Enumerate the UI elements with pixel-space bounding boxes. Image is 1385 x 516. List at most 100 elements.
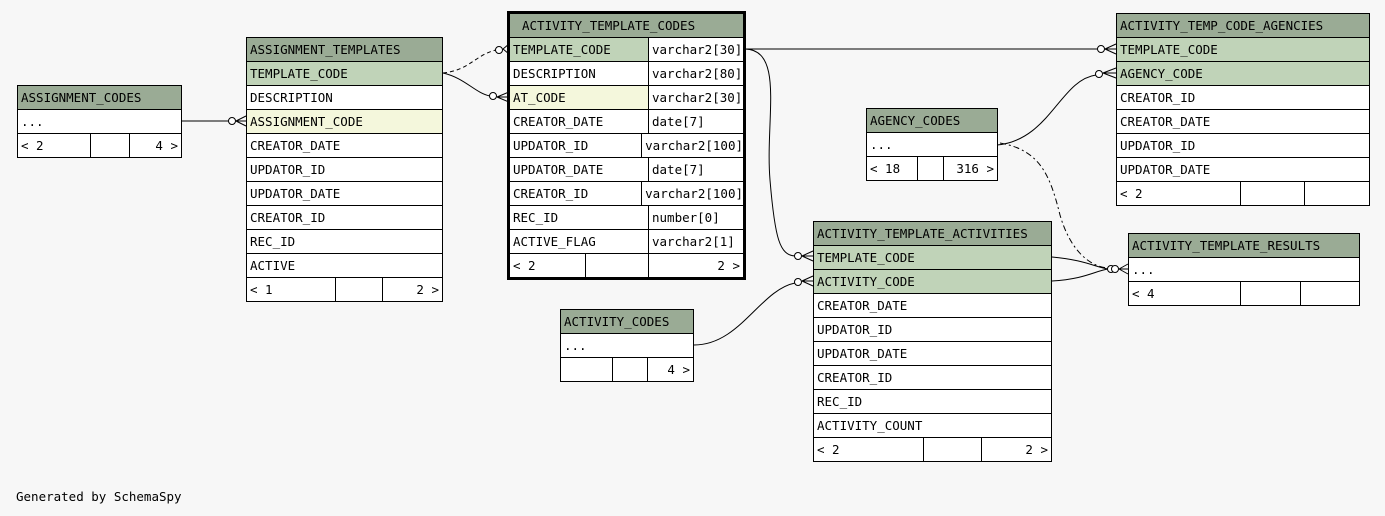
column-type: varchar2[1]	[652, 234, 735, 249]
column-type: varchar2[30]	[652, 42, 743, 57]
table-row: UPDATOR_DATE	[247, 182, 442, 206]
footer-spacer	[336, 278, 383, 301]
table-row: ACTIVITY_CODE	[814, 270, 1051, 294]
child-count[interactable]: 4 >	[155, 138, 178, 153]
table-row: ...	[18, 110, 181, 134]
link-agency-code	[996, 74, 1097, 146]
column-type: date[7]	[652, 162, 705, 177]
parent-count[interactable]: < 4	[1129, 282, 1241, 305]
table-header[interactable]: ASSIGNMENT_CODES	[18, 86, 181, 110]
link-results-template	[1051, 256, 1109, 270]
column-name: CREATOR_DATE	[510, 110, 649, 133]
table-row: TEMPLATE_CODE	[247, 62, 442, 86]
column-type: varchar2[80]	[652, 66, 743, 81]
column-name: DESCRIPTION	[510, 62, 649, 85]
footer-spacer	[1241, 182, 1305, 205]
table-header[interactable]: ACTIVITY_TEMP_CODE_AGENCIES	[1117, 14, 1369, 38]
table-row: ACTIVITY_COUNT	[814, 414, 1051, 438]
table-row: UPDATOR_ID	[814, 318, 1051, 342]
parent-count[interactable]: < 18	[867, 157, 918, 180]
table-row: AGENCY_CODE	[1117, 62, 1369, 86]
table-activity-temp-code-agencies[interactable]: ACTIVITY_TEMP_CODE_AGENCIES TEMPLATE_COD…	[1116, 13, 1370, 206]
link-at-code	[442, 72, 491, 97]
table-footer: 4 >	[561, 358, 693, 381]
table-row: REC_ID	[247, 230, 442, 254]
child-count[interactable]: 2 >	[717, 258, 740, 273]
parent-count[interactable]: < 1	[247, 278, 336, 301]
link-activity-code	[693, 282, 796, 346]
table-row: ...	[561, 334, 693, 358]
table-row: UPDATOR_ID	[247, 158, 442, 182]
table-activity-template-results[interactable]: ACTIVITY_TEMPLATE_RESULTS ... < 4	[1128, 233, 1360, 306]
table-agency-codes[interactable]: AGENCY_CODES ... < 18 316 >	[866, 108, 998, 181]
table-row: CREATOR_DATE	[247, 134, 442, 158]
table-row: CREATOR_ID	[247, 206, 442, 230]
generated-by-footer: Generated by SchemaSpy	[16, 489, 182, 504]
table-header[interactable]: ASSIGNMENT_TEMPLATES	[247, 38, 442, 62]
column-type: varchar2[100]	[645, 186, 743, 201]
table-header[interactable]: ACTIVITY_TEMPLATE_ACTIVITIES	[814, 222, 1051, 246]
footer-spacer	[613, 358, 648, 381]
link-results-agency	[999, 142, 1111, 269]
link-template-code-dashed	[442, 49, 497, 74]
column-name: ACTIVE_FLAG	[510, 230, 649, 253]
table-row: UPDATOR_DATE	[1117, 158, 1369, 182]
footer-spacer	[91, 134, 130, 157]
table-assignment-templates[interactable]: ASSIGNMENT_TEMPLATES TEMPLATE_CODE DESCR…	[246, 37, 443, 302]
table-footer: < 1 2 >	[247, 278, 442, 301]
column-name: UPDATOR_DATE	[510, 158, 649, 181]
table-row: UPDATOR_ID	[1117, 134, 1369, 158]
table-activity-codes[interactable]: ACTIVITY_CODES ... 4 >	[560, 309, 694, 382]
table-footer: < 18 316 >	[867, 157, 997, 180]
table-row: REC_ID	[814, 390, 1051, 414]
table-footer: < 2 2 >	[510, 254, 743, 277]
table-row: CREATOR_DATE	[814, 294, 1051, 318]
table-row: CREATOR_DATE	[1117, 110, 1369, 134]
child-count[interactable]: 316 >	[956, 161, 994, 176]
column-name: TEMPLATE_CODE	[510, 38, 649, 61]
table-row: ...	[1129, 258, 1359, 282]
child-count[interactable]: 4 >	[667, 362, 690, 377]
table-footer: < 2 2 >	[814, 438, 1051, 461]
footer-spacer	[918, 157, 944, 180]
table-row: ACTIVE	[247, 254, 442, 278]
footer-spacer	[586, 254, 649, 277]
parent-count[interactable]: < 2	[1117, 182, 1241, 205]
table-row: TEMPLATE_CODE	[1117, 38, 1369, 62]
table-row: TEMPLATE_CODE	[814, 246, 1051, 270]
column-type: date[7]	[652, 114, 705, 129]
table-row: UPDATOR_DATE	[814, 342, 1051, 366]
child-count[interactable]: 2 >	[416, 282, 439, 297]
table-header[interactable]: ACTIVITY_TEMPLATE_CODES	[510, 14, 743, 38]
table-row: DESCRIPTION	[247, 86, 442, 110]
footer-spacer	[1241, 282, 1301, 305]
table-header[interactable]: AGENCY_CODES	[867, 109, 997, 133]
column-type: varchar2[30]	[652, 90, 743, 105]
column-name: REC_ID	[510, 206, 649, 229]
footer-spacer	[924, 438, 982, 461]
link-activities-template	[744, 48, 796, 257]
table-footer: < 2 4 >	[18, 134, 181, 157]
table-activity-template-codes[interactable]: ACTIVITY_TEMPLATE_CODES TEMPLATE_CODE va…	[507, 11, 746, 280]
table-row: ...	[867, 133, 997, 157]
child-count[interactable]	[1301, 282, 1359, 305]
column-name: CREATOR_ID	[510, 182, 643, 205]
table-activity-template-activities[interactable]: ACTIVITY_TEMPLATE_ACTIVITIES TEMPLATE_CO…	[813, 221, 1052, 462]
table-assignment-codes[interactable]: ASSIGNMENT_CODES ... < 2 4 >	[17, 85, 182, 158]
table-header[interactable]: ACTIVITY_TEMPLATE_RESULTS	[1129, 234, 1359, 258]
link-results-activity	[1051, 268, 1109, 282]
table-row: CREATOR_ID	[1117, 86, 1369, 110]
child-count[interactable]: 2 >	[1025, 442, 1048, 457]
column-type: number[0]	[652, 210, 720, 225]
parent-count[interactable]: < 2	[814, 438, 924, 461]
parent-count[interactable]	[561, 358, 613, 381]
table-header[interactable]: ACTIVITY_CODES	[561, 310, 693, 334]
parent-count[interactable]: < 2	[18, 134, 91, 157]
table-row: CREATOR_ID	[814, 366, 1051, 390]
column-name: AT_CODE	[510, 86, 649, 109]
parent-count[interactable]: < 2	[510, 254, 586, 277]
column-name: UPDATOR_ID	[510, 134, 643, 157]
table-footer: < 4	[1129, 282, 1359, 305]
column-type: varchar2[100]	[645, 138, 743, 153]
child-count[interactable]	[1305, 182, 1369, 205]
